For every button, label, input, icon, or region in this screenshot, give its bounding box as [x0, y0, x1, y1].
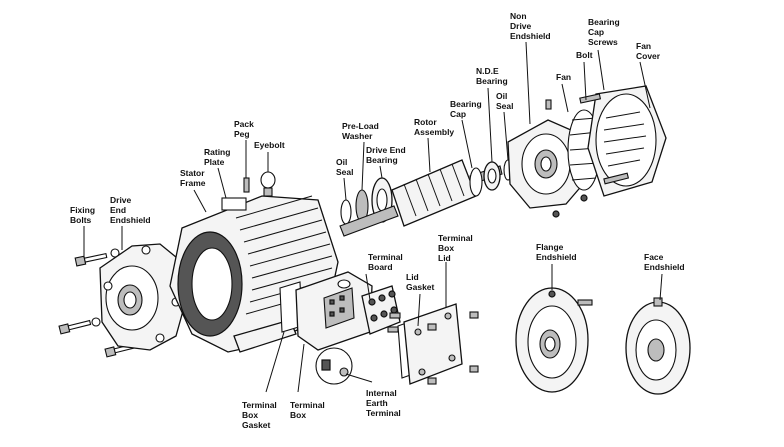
label-rating-plate: Rating Plate	[204, 147, 233, 167]
internal-earth-terminal-illustration	[315, 347, 353, 385]
flange-endshield-illustration	[515, 287, 593, 393]
label-terminal-box-lid: Terminal Box Lid	[438, 233, 475, 263]
terminal-box-illustration	[279, 271, 373, 351]
label-drive-end-bearing: Drive End Bearing	[366, 145, 408, 165]
label-drive-end-endshield: Drive End Endshield	[110, 195, 151, 225]
label-non-drive-endshield: Non Drive Endshield	[510, 11, 551, 41]
label-internal-earth-terminal: Internal Earth Terminal	[366, 388, 401, 418]
label-bolt: Bolt	[576, 50, 593, 60]
terminal-board-illustration	[361, 285, 401, 335]
label-nde-bearing: N.D.E Bearing	[476, 66, 508, 86]
nde-bearing-illustration	[469, 159, 513, 197]
terminal-box-lid-illustration	[397, 303, 479, 385]
label-face-endshield: Face Endshield	[644, 252, 685, 272]
label-pack-peg: Pack Peg	[234, 119, 256, 139]
label-terminal-board: Terminal Board	[368, 252, 405, 272]
label-fan-cover: Fan Cover	[636, 41, 661, 61]
label-fan: Fan	[556, 72, 571, 82]
label-terminal-box-gasket: Terminal Box Gasket	[242, 400, 279, 430]
label-bearing-cap-screws: Bearing Cap Screws	[588, 17, 622, 47]
label-lid-gasket: Lid Gasket	[406, 272, 435, 292]
label-fixing-bolts: Fixing Bolts	[70, 205, 97, 225]
drive-end-endshield-illustration	[99, 243, 187, 351]
label-bearing-cap: Bearing Cap	[450, 99, 484, 119]
label-oil-seal-right: Oil Seal	[496, 91, 514, 111]
fan-cover-illustration	[579, 85, 667, 197]
label-flange-endshield: Flange Endshield	[536, 242, 577, 262]
label-terminal-box: Terminal Box	[290, 400, 327, 420]
label-pre-load-washer: Pre-Load Washer	[342, 121, 381, 141]
label-eyebolt: Eyebolt	[254, 140, 285, 150]
label-rotor-assembly: Rotor Assembly	[414, 117, 454, 137]
label-stator-frame: Stator Frame	[180, 168, 207, 188]
leader-lines	[83, 41, 663, 393]
label-oil-seal-left: Oil Seal	[336, 157, 354, 177]
face-endshield-illustration	[625, 297, 691, 395]
